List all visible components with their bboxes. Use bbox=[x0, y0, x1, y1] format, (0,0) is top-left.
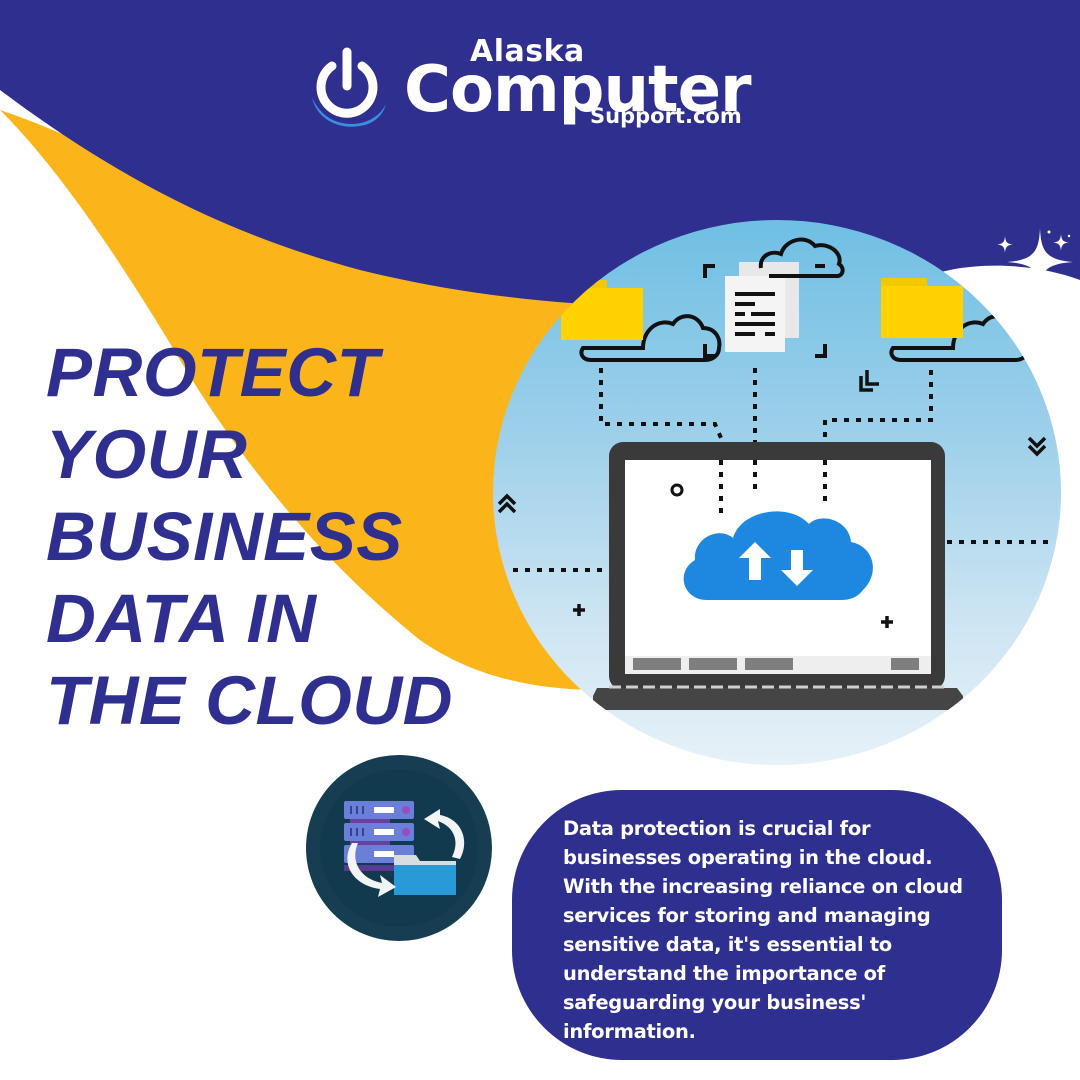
brand-name-main: Computer bbox=[404, 53, 752, 127]
headline-line-2: YOUR bbox=[46, 416, 248, 493]
headline-line-4: DATA IN bbox=[46, 580, 317, 657]
server-folder-sync-icon bbox=[344, 801, 465, 897]
power-icon bbox=[312, 47, 386, 127]
brand-name-top: Alaska bbox=[470, 34, 585, 69]
folder-cloud-icon bbox=[561, 280, 722, 362]
sparkle-icon bbox=[997, 228, 1073, 290]
cloud-sync-icon bbox=[683, 511, 873, 600]
corner-arrow-icon bbox=[859, 370, 879, 392]
cloud-outline-icon bbox=[758, 237, 845, 278]
plus-icon bbox=[573, 604, 585, 616]
headline-line-1: PROTECT bbox=[46, 334, 380, 411]
chevrons-up-icon bbox=[497, 493, 517, 514]
badge-circle bbox=[306, 755, 492, 941]
brand-logo[interactable]: Alaska Computer Support.com bbox=[300, 32, 760, 132]
headline: PROTECT YOUR BUSINESS DATA IN THE CLOUD bbox=[46, 332, 453, 742]
brand-name-sub: Support.com bbox=[590, 104, 742, 128]
info-box: Data protection is crucial for businesse… bbox=[512, 790, 1002, 1060]
chevrons-down-icon bbox=[1027, 436, 1047, 457]
hero-illustration bbox=[493, 220, 1061, 765]
info-text: Data protection is crucial for businesse… bbox=[563, 817, 963, 1043]
headline-line-5: THE CLOUD bbox=[46, 662, 453, 739]
headline-line-3: BUSINESS bbox=[46, 498, 403, 575]
folder-cloud-icon bbox=[881, 278, 1032, 362]
